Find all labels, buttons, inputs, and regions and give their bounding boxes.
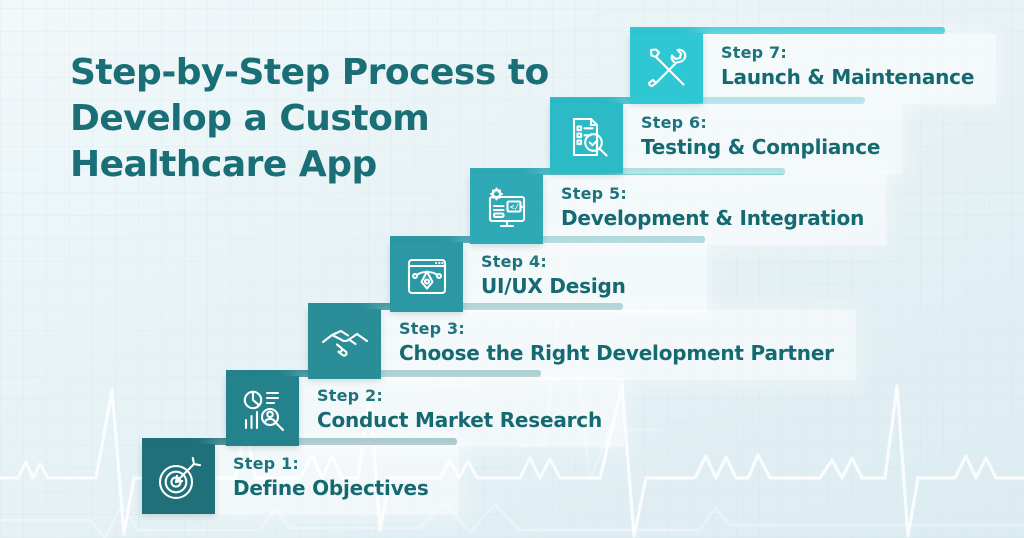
page-title-line-1: Step-by-Step Process to <box>70 52 549 93</box>
page-title-line-2: Develop a Custom <box>70 98 430 140</box>
step-1-icon-box <box>142 444 215 514</box>
step-title: Launch & Maintenance <box>721 65 975 89</box>
step-title: Define Objectives <box>233 476 429 500</box>
step-row-3: Step 3: Choose the Right Development Par… <box>308 303 1024 383</box>
step-label: Step 6: <box>641 113 707 132</box>
step-row-6: Step 6: Testing & Compliance <box>550 97 1024 177</box>
step-7-bar <box>630 27 945 34</box>
step-title: UI/UX Design <box>481 274 626 298</box>
svg-text:</>: </> <box>510 203 524 212</box>
step-title: Testing & Compliance <box>641 135 881 159</box>
step-3-icon-box <box>308 309 381 379</box>
step-4-icon-box <box>390 242 463 312</box>
step-2-text-panel: Step 2: Conduct Market Research <box>299 377 624 447</box>
step-row-1: Step 1: Define Objectives <box>142 438 1024 518</box>
design-pen-tool-icon <box>407 258 446 295</box>
step-2-icon-box <box>226 376 299 446</box>
target-dart-icon <box>158 456 201 500</box>
step-6-icon-box <box>550 103 623 173</box>
step-7-text-panel: Step 7: Launch & Maintenance <box>703 34 997 104</box>
step-7-icon-box <box>630 33 703 103</box>
page-title-line-3: Healthcare App <box>70 144 377 186</box>
step-4-text-panel: Step 4: UI/UX Design <box>463 243 707 313</box>
step-label: Step 3: <box>399 319 465 338</box>
step-title: Development & Integration <box>561 206 865 230</box>
step-3-text-panel: Step 3: Choose the Right Development Par… <box>381 310 856 380</box>
step-label: Step 5: <box>561 184 627 203</box>
step-row-7: Step 7: Launch & Maintenance <box>630 27 1024 107</box>
market-research-icon <box>243 390 284 432</box>
dev-monitor-code-icon: </> <box>488 187 525 228</box>
step-title: Choose the Right Development Partner <box>399 341 834 365</box>
step-label: Step 1: <box>233 454 299 473</box>
crossed-tools-icon <box>647 48 686 88</box>
step-label: Step 7: <box>721 43 787 62</box>
step-1-text-panel: Step 1: Define Objectives <box>215 445 459 515</box>
testing-checklist-icon <box>572 117 608 157</box>
step-5-text-panel: Step 5: Development & Integration <box>543 175 887 245</box>
step-row-4: Step 4: UI/UX Design <box>390 236 1024 316</box>
page-title: Step-by-Step Process to Develop a Custom… <box>70 50 570 188</box>
handshake-icon <box>321 329 368 357</box>
step-title: Conduct Market Research <box>317 408 602 432</box>
step-5-icon-box: </> <box>470 174 543 244</box>
step-6-text-panel: Step 6: Testing & Compliance <box>623 104 903 174</box>
step-label: Step 2: <box>317 386 383 405</box>
step-label: Step 4: <box>481 252 547 271</box>
step-row-5: Step 5: Development & Integration </> <box>470 168 1024 248</box>
